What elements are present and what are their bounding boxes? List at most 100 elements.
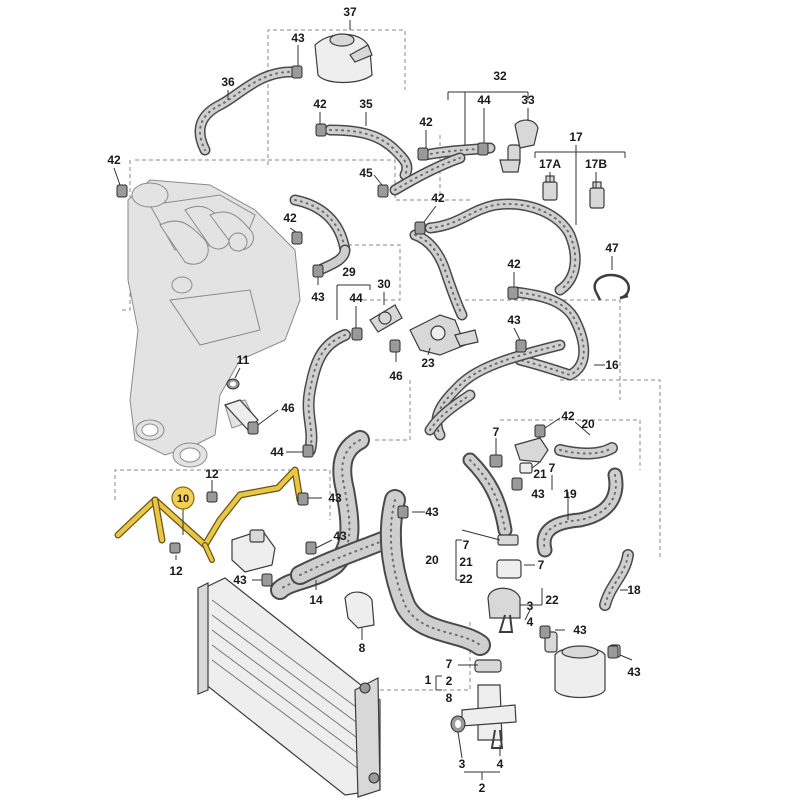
hose-36: [194, 66, 301, 156]
label-42: 42: [283, 211, 297, 225]
label-3: 3: [527, 599, 534, 613]
hose-thermostat: [409, 229, 468, 321]
label-43: 43: [425, 505, 439, 519]
label-22: 22: [545, 593, 559, 607]
label-43: 43: [507, 313, 521, 327]
label-45: 45: [359, 166, 373, 180]
parts: [116, 33, 630, 749]
hose-19: [462, 452, 624, 558]
label-35: 35: [359, 97, 373, 111]
label-44: 44: [349, 291, 363, 305]
label-32: 32: [493, 69, 507, 83]
label-11: 11: [237, 353, 250, 367]
label-16: 16: [605, 358, 619, 372]
label-46: 46: [389, 369, 403, 383]
label-42: 42: [561, 409, 575, 423]
label-44: 44: [477, 93, 491, 107]
label-20: 20: [581, 417, 595, 431]
part-labels: 37 43 36 42 35 32 44 33 42 17 42 17A 17B…: [107, 5, 641, 795]
leader-lines: [113, 20, 633, 780]
label-19: 19: [563, 487, 577, 501]
label-2: 2: [446, 674, 453, 688]
hose-lower-big: [379, 489, 491, 656]
engine-block: [127, 179, 301, 468]
flange-lower: [450, 659, 517, 749]
label-42: 42: [507, 257, 521, 271]
pump-module: [231, 529, 276, 573]
label-37: 37: [343, 5, 357, 19]
label-43: 43: [333, 529, 347, 543]
label-21: 21: [459, 555, 473, 569]
label-3: 3: [459, 757, 466, 771]
plug-12a: [206, 491, 218, 503]
hose-14: [270, 430, 395, 600]
label-7: 7: [549, 461, 556, 475]
label-42: 42: [419, 115, 433, 129]
label-14: 14: [309, 593, 323, 607]
flange-30: [369, 304, 403, 333]
highlight-badge-10: [171, 486, 195, 510]
label-18: 18: [627, 583, 641, 597]
hose-18: [599, 549, 634, 611]
label-43: 43: [233, 573, 247, 587]
fitting-7-21-22: [487, 534, 522, 619]
clamps: [116, 65, 619, 659]
label-17: 17: [569, 130, 583, 144]
label-8: 8: [359, 641, 366, 655]
plug-12b: [169, 542, 181, 554]
label-43: 43: [291, 31, 305, 45]
label-42: 42: [431, 191, 445, 205]
clip-47: [593, 273, 630, 301]
bracket-8: [344, 591, 375, 629]
label-7: 7: [538, 558, 545, 572]
hose-35: [324, 124, 413, 181]
label-42: 42: [107, 153, 121, 167]
connector-17b: [589, 181, 605, 209]
label-7: 7: [446, 657, 453, 671]
label-43: 43: [311, 290, 325, 304]
coolant-pipe-10: [114, 466, 304, 563]
sensor-33: [499, 119, 539, 173]
label-2: 2: [479, 781, 486, 795]
label-42: 42: [313, 97, 327, 111]
label-1: 1: [425, 673, 432, 687]
radiator: [197, 577, 381, 798]
label-17a: 17A: [539, 157, 561, 171]
label-4: 4: [527, 615, 534, 629]
label-8: 8: [446, 691, 453, 705]
label-46: 46: [281, 401, 295, 415]
label-43: 43: [573, 623, 587, 637]
clip-3-4: [498, 614, 514, 633]
label-47: 47: [605, 241, 619, 255]
hose-29: [302, 329, 351, 456]
label-12: 12: [205, 467, 219, 481]
hose-20: [554, 442, 618, 460]
label-36: 36: [221, 75, 235, 89]
label-7: 7: [493, 425, 500, 439]
label-33: 33: [521, 93, 535, 107]
label-4: 4: [497, 757, 504, 771]
label-21: 21: [533, 467, 547, 481]
hose-long-right: [424, 198, 581, 296]
label-7: 7: [463, 538, 470, 552]
label-22: 22: [459, 572, 473, 586]
seal-11: [226, 378, 240, 390]
label-30: 30: [377, 277, 391, 291]
expansion-tank-37: [314, 33, 373, 84]
label-17b: 17B: [585, 157, 607, 171]
oil-cooler: [544, 631, 621, 699]
label-43: 43: [627, 665, 641, 679]
hoses: [194, 66, 634, 656]
label-20: 20: [425, 553, 439, 567]
thermostat-housing-23: [409, 314, 479, 356]
label-12: 12: [169, 564, 183, 578]
connector-21: [514, 437, 549, 474]
hose-upper-right: [389, 142, 496, 196]
label-23: 23: [421, 356, 435, 370]
label-29: 29: [342, 265, 356, 279]
label-43: 43: [531, 487, 545, 501]
label-43: 43: [328, 491, 342, 505]
label-44: 44: [270, 445, 284, 459]
hose-center-left: [424, 389, 476, 436]
